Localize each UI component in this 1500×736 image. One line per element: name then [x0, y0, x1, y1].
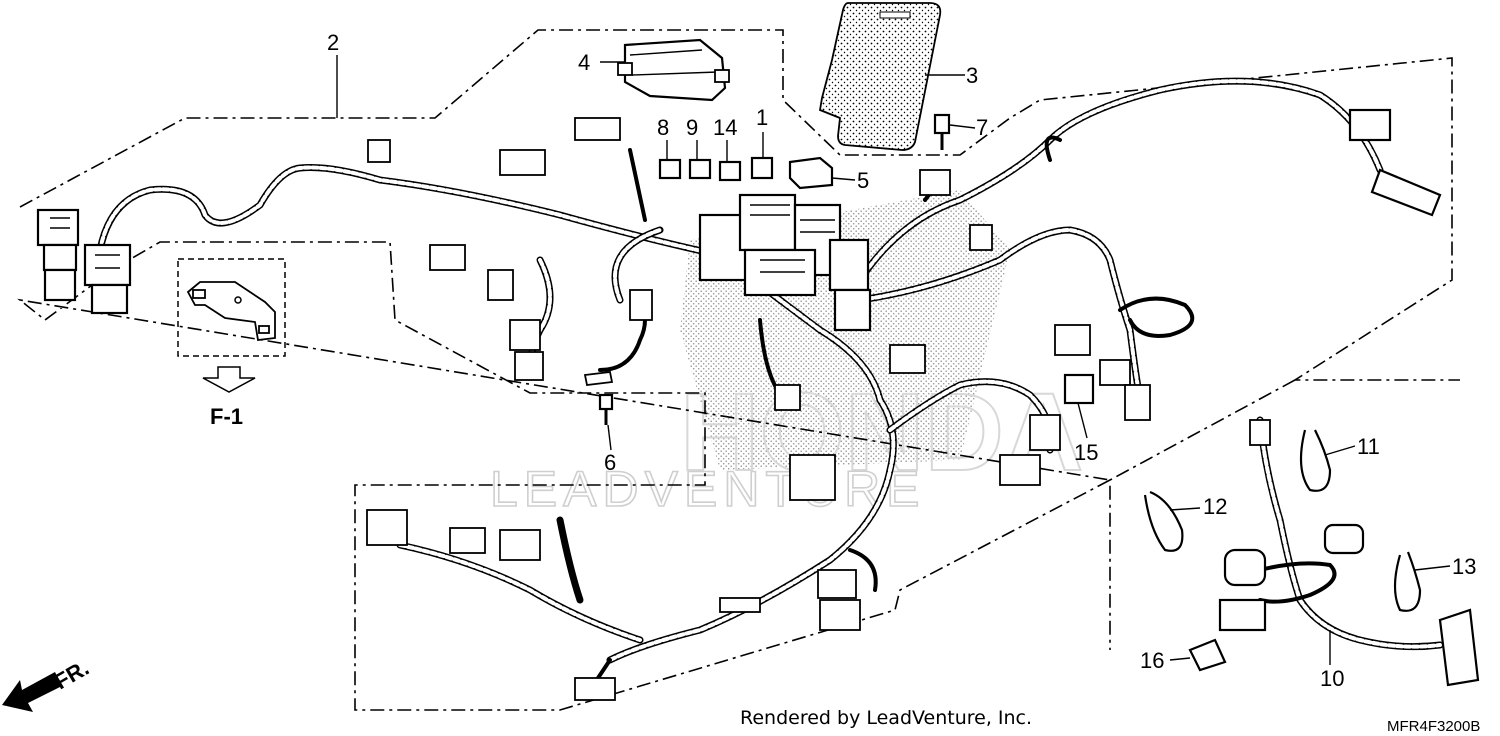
main-harness-wires	[96, 77, 1384, 692]
callout-10: 10	[1320, 666, 1344, 691]
callout-9: 9	[686, 115, 698, 140]
callout-1: 1	[756, 105, 768, 130]
right-connectors	[774, 108, 1442, 501]
f1-detail-box	[177, 258, 286, 357]
left-connector-cluster	[36, 117, 653, 381]
part-1-relay	[750, 156, 774, 180]
central-junction-block	[698, 169, 951, 332]
callout-15: 15	[1074, 440, 1098, 465]
lower-connectors	[366, 509, 861, 701]
callout-5: 5	[857, 168, 869, 193]
callout-12: 12	[1203, 494, 1227, 519]
part-4-cover	[617, 38, 730, 102]
part-13-cable-tie	[1393, 551, 1422, 612]
watermark-text: LEADVENTURE	[490, 461, 926, 517]
callout-14: 14	[713, 115, 737, 140]
part-14-relay	[718, 160, 742, 182]
part-16-clip	[1188, 638, 1227, 672]
part-3-pad	[818, 2, 942, 151]
diagram-code: MFR4F3200B	[1387, 718, 1480, 735]
callout-4: 4	[578, 50, 590, 75]
callout-3: 3	[966, 63, 978, 88]
part-6-bolt	[583, 371, 614, 425]
part-12-cable-tie	[1143, 490, 1184, 552]
callout-6: 6	[604, 450, 616, 475]
callout-11: 11	[1357, 434, 1380, 459]
callout-2: 2	[327, 30, 339, 55]
part-8-relay	[658, 158, 682, 180]
callout-8: 8	[657, 115, 669, 140]
down-arrow-icon	[202, 366, 256, 393]
part-10-sub-harness	[1218, 416, 1480, 687]
callout-13: 13	[1452, 554, 1476, 579]
part-5-relay	[788, 156, 834, 190]
part-15-connector	[1063, 373, 1095, 405]
part-7-bolt	[933, 113, 951, 150]
callout-7: 7	[976, 115, 988, 140]
front-direction-arrow-icon	[2, 672, 62, 712]
footer-credit: Rendered by LeadVenture, Inc.	[740, 707, 1032, 729]
part-9-relay	[688, 158, 712, 180]
callout-16: 16	[1140, 648, 1164, 673]
harness-boundary	[17, 29, 1460, 711]
view-reference-f1: F-1	[210, 404, 243, 429]
leader-lines	[336, 55, 1451, 665]
part-11-cable-tie	[1299, 429, 1332, 492]
bracket-detail	[186, 281, 276, 341]
